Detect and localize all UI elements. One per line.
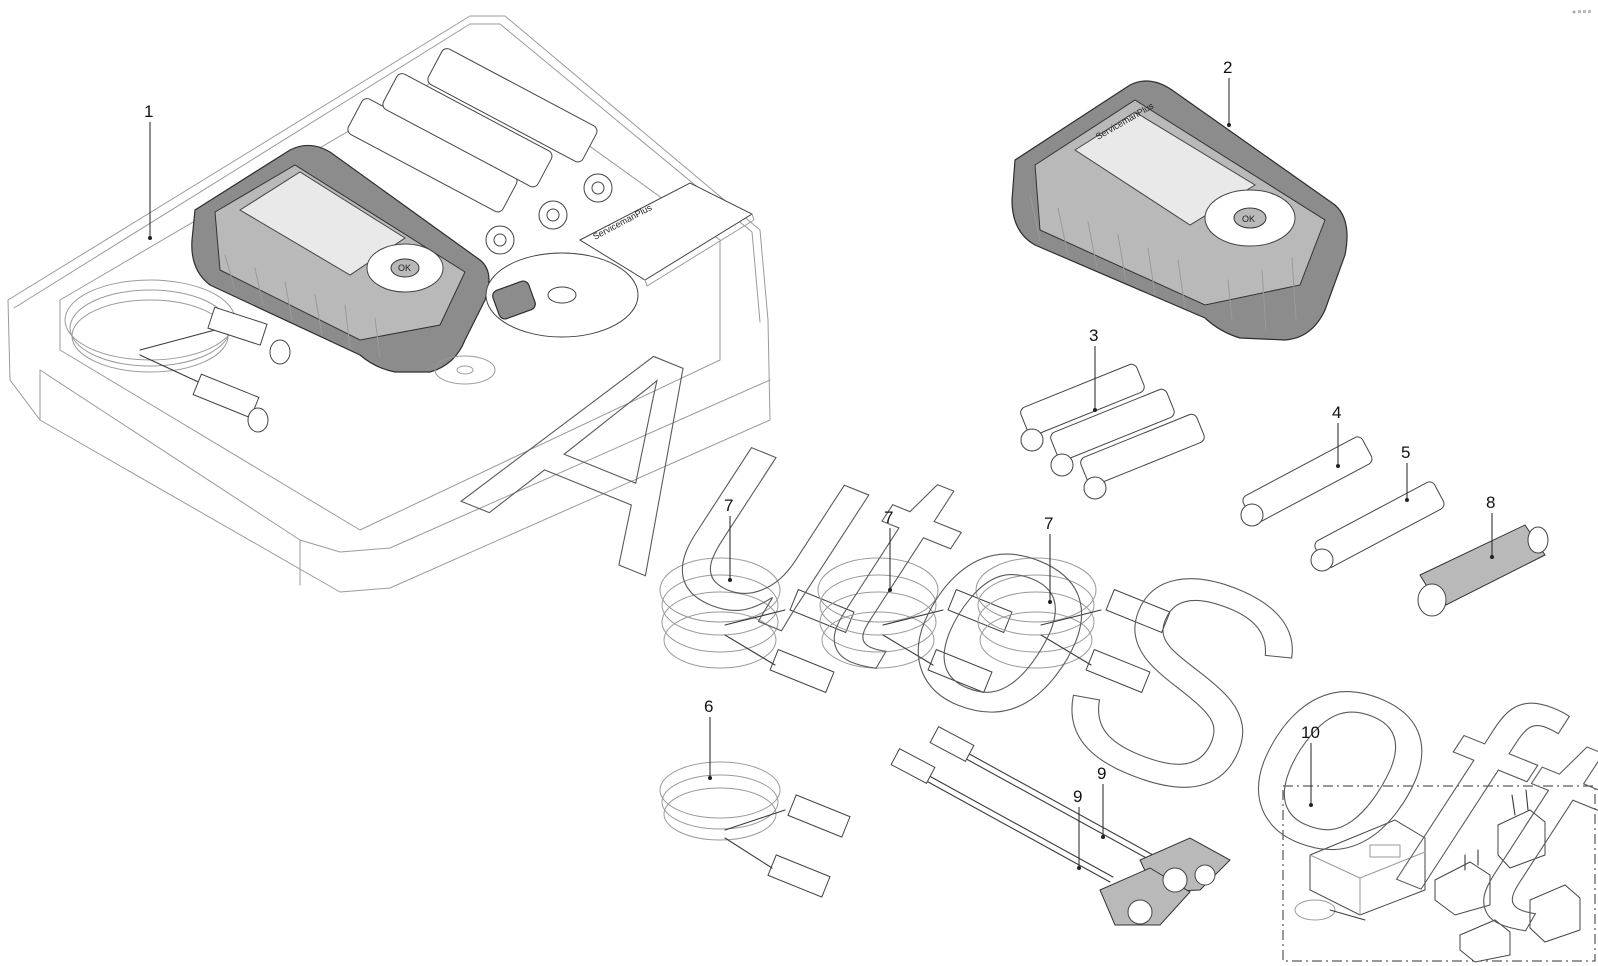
callout-label-10: 10 <box>1301 723 1320 742</box>
callout-1: 1 <box>144 102 153 240</box>
handheld-device: OK ServicemanPlus <box>1011 80 1348 341</box>
case-device: OK <box>191 144 490 373</box>
callout-label-5: 5 <box>1401 443 1410 462</box>
case-coiled-cable <box>64 279 291 433</box>
hose-6 <box>659 761 851 898</box>
callout-label-9a: 9 <box>1073 787 1082 806</box>
watermark: AutoSoft <box>433 247 1598 966</box>
callout-8: 8 <box>1486 493 1495 559</box>
callout-3: 3 <box>1089 326 1098 412</box>
callout-label-4: 4 <box>1332 403 1341 422</box>
callout-label-3: 3 <box>1089 326 1098 345</box>
hose-7a <box>659 557 855 694</box>
callout-label-6: 6 <box>704 697 713 716</box>
callout-7c: 7 <box>1044 514 1053 604</box>
device-ok-label: OK <box>1242 214 1255 224</box>
adapter-4 <box>1240 436 1373 527</box>
hose-7c <box>975 557 1171 694</box>
splitter-cables-9 <box>890 725 1231 926</box>
callout-9a: 9 <box>1073 787 1082 870</box>
callout-9b: 9 <box>1097 764 1106 839</box>
callout-label-2: 2 <box>1223 58 1232 77</box>
charger-kit-10 <box>1282 785 1596 963</box>
callout-5: 5 <box>1401 443 1410 502</box>
corner-mark-icon <box>1572 10 1591 14</box>
watermark-text: AutoSoft <box>433 248 1598 966</box>
case-cd <box>434 252 639 385</box>
callout-label-9b: 9 <box>1097 764 1106 783</box>
callout-label-1: 1 <box>144 102 153 121</box>
case-device-ok-label: OK <box>398 263 411 273</box>
callout-6: 6 <box>704 697 713 780</box>
adapter-set-3 <box>1020 363 1205 500</box>
callout-2: 2 <box>1223 58 1232 127</box>
callout-label-7c: 7 <box>1044 514 1053 533</box>
callout-10: 10 <box>1301 723 1320 807</box>
adapter-5 <box>1310 481 1445 572</box>
callout-label-7a: 7 <box>724 496 733 515</box>
coupler-8 <box>1417 524 1549 617</box>
case-adapters <box>347 48 613 255</box>
hose-7b <box>817 557 1013 694</box>
callout-7a: 7 <box>724 496 733 582</box>
callout-4: 4 <box>1332 403 1341 468</box>
callout-label-8: 8 <box>1486 493 1495 512</box>
callout-7b: 7 <box>884 508 893 592</box>
callout-label-7b: 7 <box>884 508 893 527</box>
